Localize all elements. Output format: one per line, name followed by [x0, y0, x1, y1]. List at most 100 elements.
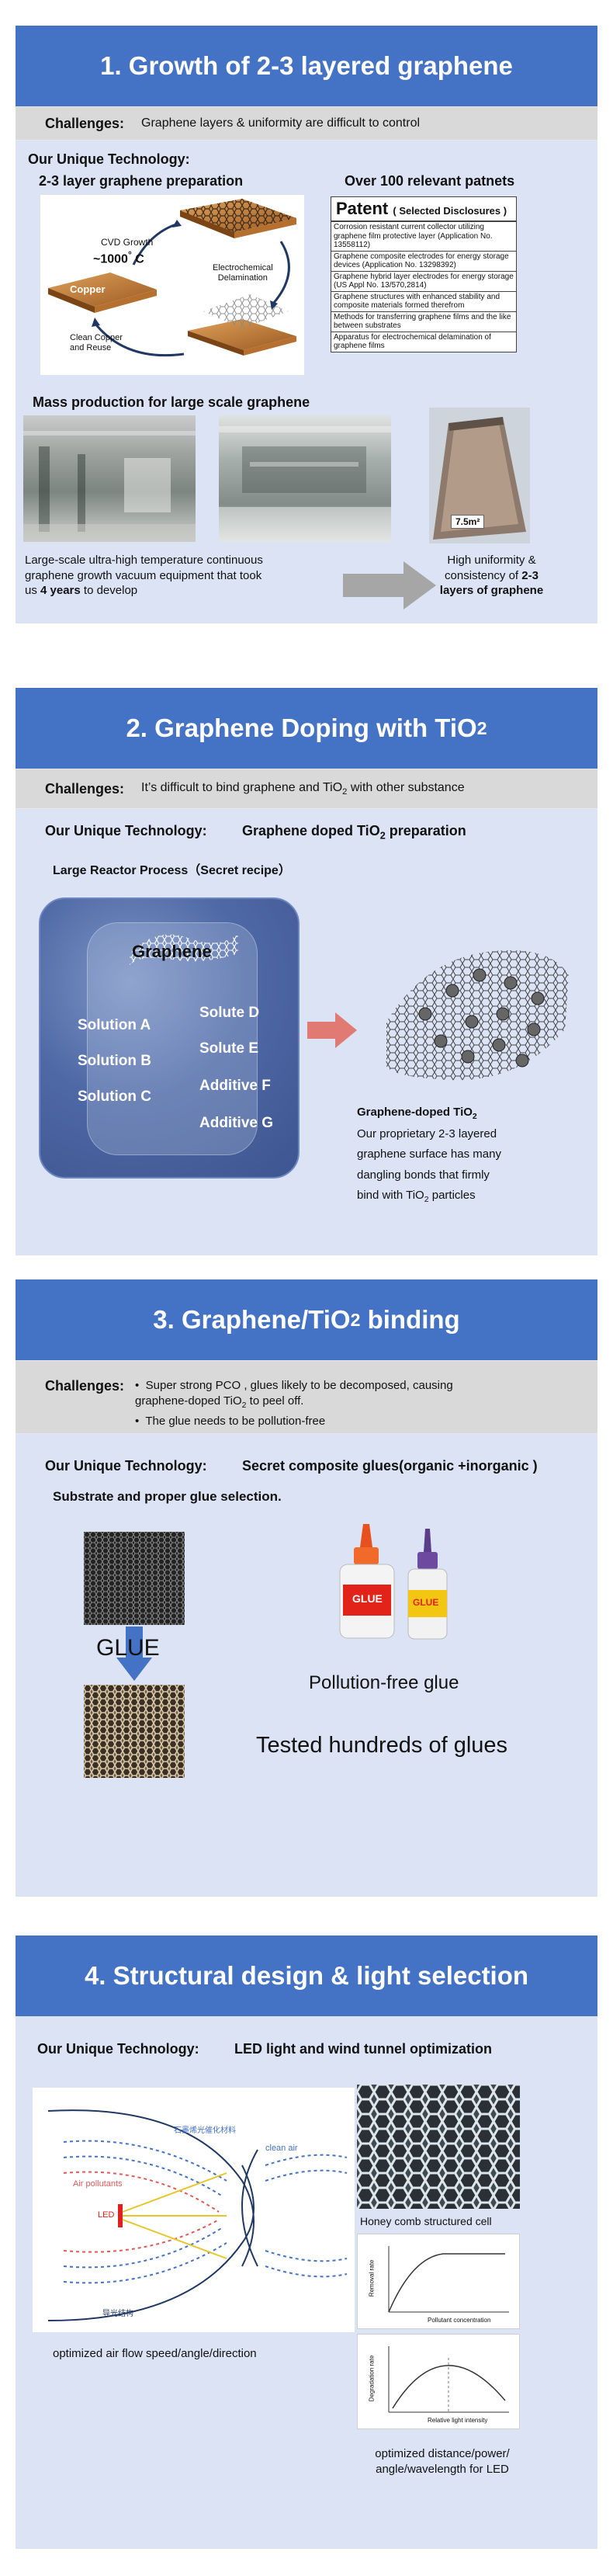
tech-detail-b: preparation — [385, 823, 466, 838]
patent-head-sub: ( Selected Disclosures ) — [393, 205, 507, 217]
solute-e: Solute E — [199, 1040, 259, 1057]
right-arrow-icon — [307, 1012, 357, 1048]
uniformity-line-1: High uniformity & — [447, 554, 536, 567]
bullet-2: The glue needs to be pollution-free — [145, 1415, 326, 1429]
doped-desc-line-2: graphene surface has many — [357, 1147, 501, 1161]
patent-cell: Graphene structures with enhanced stabil… — [331, 290, 517, 312]
challenges-bullets: • Super strong PCO , glues likely to be … — [135, 1378, 453, 1430]
substrate-label: Substrate and proper glue selection. — [53, 1489, 282, 1504]
airflow-caption: optimized air flow speed/angle/direction — [53, 2347, 257, 2360]
doped-desc-b: particles — [428, 1188, 476, 1202]
chart2-xlabel: Relative light intensity — [428, 2417, 488, 2424]
honeycomb-cell-photo — [357, 2085, 520, 2209]
clean-copper-label: Clean Copper and Reuse — [70, 333, 123, 353]
uniformity-caption: High uniformity & consistency of 2-3 lay… — [439, 553, 544, 599]
glue-bottle-label-2: GLUE — [413, 1597, 439, 1608]
photocatalyst-label: 石墨烯光催化材料 — [174, 2126, 236, 2135]
challenge-bullet-2: • The glue needs to be pollution-free — [135, 1415, 326, 1429]
equipment-caption-line-1: Large-scale ultra-high temperature conti… — [25, 554, 263, 567]
substrate-photo-bare — [84, 1532, 185, 1625]
reactor-label: Large Reactor Process（Secret recipe） — [53, 864, 291, 877]
patent-cell: Graphene hybrid layer electrodes for ene… — [331, 270, 517, 292]
honeycomb-caption: Honey comb structured cell — [360, 2215, 492, 2227]
light-guide-label: 导光结构 — [102, 2310, 133, 2318]
unique-tech-label: Our Unique Technology: — [45, 823, 207, 838]
right-arrow-icon — [343, 561, 436, 609]
bullet-1-b: graphene-doped TiO — [135, 1394, 242, 1408]
mass-production-title: Mass production for large scale graphene — [33, 394, 310, 410]
unique-tech-label: Our Unique Technology: — [45, 1458, 207, 1474]
tech-detail: Secret composite glues(organic +inorgani… — [242, 1458, 538, 1474]
solute-d: Solute D — [199, 1005, 260, 1021]
echem-line-1: Electrochemical — [213, 263, 273, 273]
patent-cell: Methods for transferring graphene films … — [331, 311, 517, 332]
temperature-unit: C — [135, 252, 144, 266]
glue-bottle-icon — [339, 1524, 448, 1640]
doped-graphene-illustration — [379, 929, 573, 1092]
coated-substrate-icon — [84, 1685, 185, 1778]
patent-row: Graphene structures with enhanced stabil… — [331, 290, 517, 312]
removal-rate-curve — [388, 2246, 509, 2313]
reactor-illustration: Graphene Solution A Solution B Solution … — [39, 897, 300, 1179]
degradation-rate-chart: Degradation rate Relative light intensit… — [357, 2334, 520, 2429]
graphene-roll-photo: 7.5m² — [429, 408, 530, 543]
patent-table-head: Patent ( Selected Disclosures ) — [331, 196, 517, 221]
challenges-text: Graphene layers & uniformity are difficu… — [141, 116, 421, 130]
graphene-sheet-icon — [130, 934, 238, 965]
patent-cell: Corrosion resistant current collector ut… — [331, 221, 517, 252]
uniformity-line-2: consistency of 2-3 — [439, 568, 544, 584]
patents-title: Over 100 relevant patnets — [345, 173, 515, 189]
air-pollutants-label: Air pollutants — [73, 2179, 123, 2189]
unique-tech-label: Our Unique Technology: — [28, 151, 190, 167]
challenges-label: Challenges: — [45, 780, 125, 797]
led-caption-line-1: optimized distance/power/ — [375, 2447, 510, 2460]
copper-label: Copper — [70, 283, 106, 295]
tech-detail-a: Graphene doped TiO — [242, 823, 380, 838]
doped-title-sub: 2 — [472, 1112, 477, 1121]
doped-desc-line-1: Our proprietary 2-3 layered — [357, 1127, 497, 1140]
down-arrow — [116, 1626, 152, 1685]
echem-label: Electrochemical Delamination — [213, 263, 273, 283]
down-arrow-icon — [116, 1626, 152, 1681]
cvd-label: CVD Growth — [101, 237, 154, 248]
section-growth: 1. Growth of 2-3 layered graphene Challe… — [16, 26, 597, 623]
patent-head-title: Patent — [336, 199, 389, 218]
chart1-ylabel: Removal rate — [368, 2259, 376, 2297]
patent-cell: Graphene composite electrodes for energy… — [331, 250, 517, 272]
solution-a: Solution A — [78, 1017, 151, 1033]
patent-table: Patent ( Selected Disclosures ) Corrosio… — [331, 196, 517, 352]
led-caption: optimized distance/power/ angle/waveleng… — [365, 2446, 520, 2477]
challenges-text: It’s difficult to bind graphene and TiO2… — [141, 781, 465, 797]
equipment-photo-1 — [23, 415, 196, 542]
section-3-title-sub: 2 — [350, 1309, 361, 1330]
glue-bottles-illustration: GLUE GLUE — [332, 1524, 487, 1640]
doped-desc-sub: 2 — [424, 1194, 429, 1204]
prep-title: 2-3 layer graphene preparation — [39, 173, 244, 189]
honeycomb-substrate-icon — [84, 1532, 185, 1625]
tech-detail: Graphene doped TiO2 preparation — [242, 823, 466, 842]
tested-label: Tested hundreds of glues — [256, 1733, 508, 1758]
airflow-diagram: 石墨烯光催化材料 clean air Air pollutants LED 导光… — [33, 2088, 355, 2332]
solution-b: Solution B — [78, 1053, 151, 1069]
tech-detail: LED light and wind tunnel optimization — [234, 2041, 492, 2057]
section-3-challenges: Challenges: • Super strong PCO , glues l… — [16, 1360, 597, 1434]
bullet-1-a: Super strong PCO , glues likely to be de… — [145, 1379, 453, 1392]
clean-air-label: clean air — [265, 2144, 298, 2153]
additive-f: Additive F — [199, 1078, 271, 1094]
dimension-label: 7.5m² — [451, 515, 485, 529]
doped-graphene-title: Graphene-doped TiO2 — [357, 1106, 477, 1121]
chart1-xlabel: Pollutant concentration — [428, 2317, 491, 2324]
cvd-cycle-illustration — [48, 199, 296, 357]
equipment-caption-line-2: graphene growth vacuum equipment that to… — [25, 568, 262, 582]
honeycomb-cell-icon — [357, 2085, 520, 2209]
section-3-title-b: binding — [360, 1305, 460, 1334]
uniformity-consistency: consistency of — [445, 568, 522, 582]
patent-row: Apparatus for electrochemical delaminati… — [331, 331, 517, 352]
bullet-1-sub: 2 — [241, 1401, 247, 1411]
doped-desc-a: bind with TiO — [357, 1188, 424, 1202]
temperature-value: ~1000 — [93, 252, 128, 266]
patent-row: Graphene composite electrodes for energy… — [331, 250, 517, 272]
patent-row: Methods for transferring graphene films … — [331, 311, 517, 332]
